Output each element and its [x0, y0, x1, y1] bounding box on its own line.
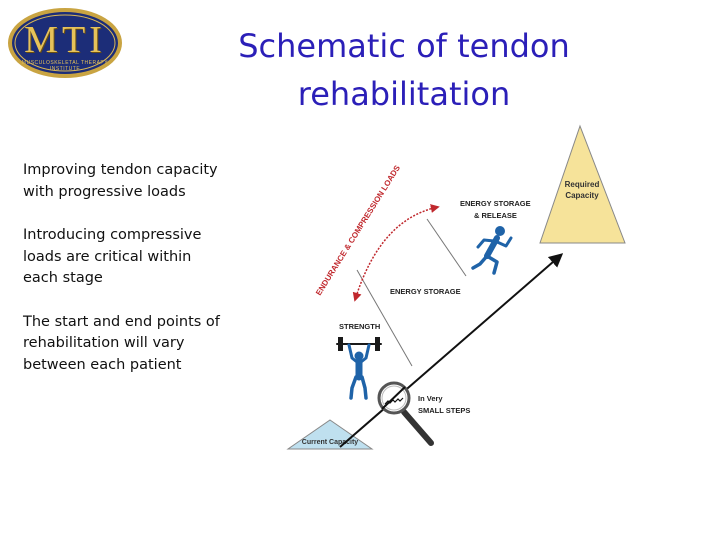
current-capacity-label: Current Capacity	[302, 439, 359, 446]
endurance-compression-label: ENDURANCE & COMPRESSION LOADS	[314, 163, 402, 297]
small-steps-label-2: SMALL STEPS	[418, 406, 470, 415]
strength-label: STRENGTH	[339, 322, 380, 331]
current-capacity-triangle	[286, 419, 374, 450]
required-capacity-label-1: Required	[565, 180, 600, 189]
weightlifter-icon	[336, 337, 382, 400]
title-line-2: rehabilitation	[297, 75, 511, 113]
small-steps-label-1: In Very	[418, 394, 443, 403]
page-title: Schematic of tendon rehabilitation	[200, 22, 608, 118]
required-capacity-triangle	[539, 124, 626, 244]
energy-storage-release-label-1: ENERGY STORAGE	[460, 199, 531, 208]
endurance-compression-curve	[352, 204, 440, 302]
bullet-compressive-loads: Introducing compressive loads are critic…	[23, 227, 202, 286]
bullet-start-end-points: The start and end points of rehabilitati…	[23, 313, 220, 373]
energy-storage-release-label-2: & RELEASE	[474, 211, 517, 220]
guide-line-lower	[356, 269, 413, 367]
runner-icon	[471, 226, 513, 275]
bullet-list: Improving tendon capacity with progressi…	[23, 160, 223, 398]
logo-tagline: MUSCULOSKELETAL THERAPY INSTITUTE	[21, 60, 109, 72]
magnifying-glass-icon	[377, 381, 434, 446]
progression-arrow	[339, 253, 564, 448]
title-line-1: Schematic of tendon	[238, 27, 570, 65]
guide-line-upper	[426, 218, 467, 277]
energy-storage-label: ENERGY STORAGE	[390, 287, 461, 296]
required-capacity-label-2: Capacity	[565, 191, 599, 200]
bullet-progressive-loads: Improving tendon capacity with progressi…	[23, 162, 218, 200]
logo-wordmark: MTI	[24, 19, 106, 61]
mti-logo: MTI MUSCULOSKELETAL THERAPY INSTITUTE	[6, 6, 124, 80]
